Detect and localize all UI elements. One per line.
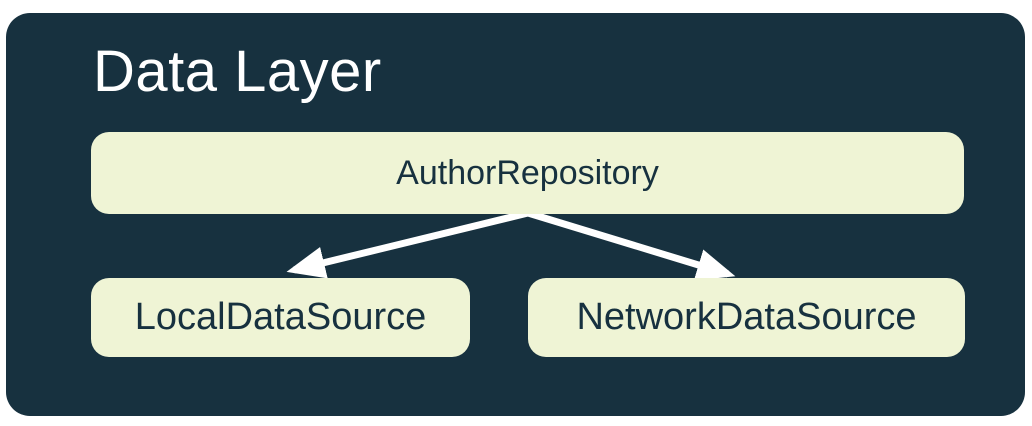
node-local-data-source: LocalDataSource bbox=[91, 278, 470, 357]
node-local-data-source-label: LocalDataSource bbox=[134, 296, 427, 338]
arrow-repository-to-network bbox=[526, 209, 736, 281]
node-network-data-source: NetworkDataSource bbox=[528, 278, 965, 357]
node-author-repository: AuthorRepository bbox=[91, 132, 964, 214]
arrow-repository-to-local bbox=[286, 209, 529, 279]
diagram-title: Data Layer bbox=[93, 39, 382, 104]
node-network-data-source-label: NetworkDataSource bbox=[576, 296, 917, 338]
data-layer-container: Data Layer AuthorRepository LocalDataSou… bbox=[6, 13, 1025, 416]
node-author-repository-label: AuthorRepository bbox=[396, 153, 659, 192]
